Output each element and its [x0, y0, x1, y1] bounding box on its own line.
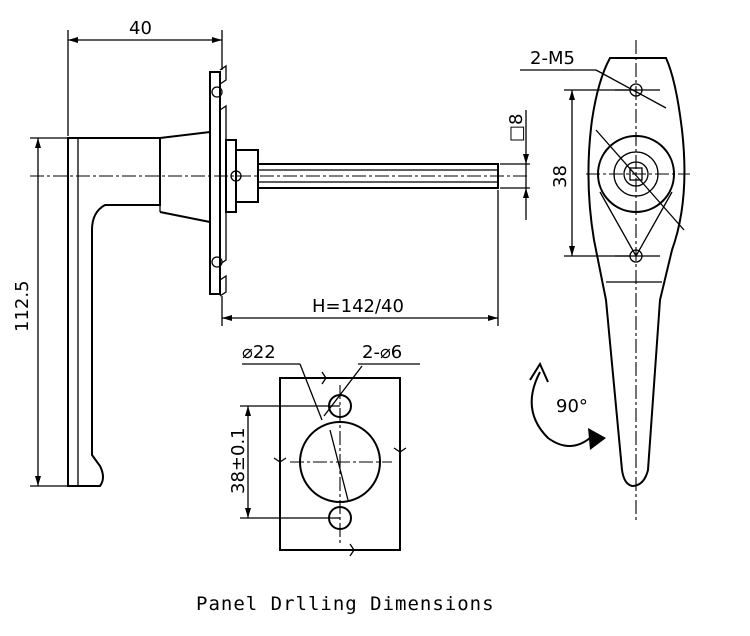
label-dia-6: 2-⌀6 — [362, 342, 402, 363]
dim-hole-spacing-38: 38 — [550, 89, 630, 257]
label-screws-m5: 2-M5 — [530, 48, 575, 69]
rotation-arrow: 90° — [529, 361, 606, 450]
label-dia-22: ⌀22 — [242, 342, 276, 363]
dim-screws-m5: 2-M5 — [520, 48, 667, 109]
dim-height-112-5: 112.5 — [12, 137, 68, 487]
label-hole-spacing-38: 38 — [550, 165, 571, 188]
drawing-caption: Panel Drlling Dimensions — [196, 593, 495, 615]
dim-dia-22: ⌀22 — [242, 342, 323, 421]
label-square-8: □8 — [506, 114, 527, 142]
dim-square-8: □8 — [500, 110, 530, 220]
label-rotation: 90° — [556, 396, 588, 417]
label-height-112-5: 112.5 — [12, 280, 33, 332]
dim-dia-6: 2-⌀6 — [358, 342, 420, 365]
dim-hole-spacing-tol: 38±0.1 — [228, 406, 251, 518]
label-shaft-length: H=142/40 — [312, 296, 404, 317]
label-width-40: 40 — [129, 18, 152, 39]
label-hole-spacing-tol: 38±0.1 — [228, 427, 249, 494]
side-view-handle — [67, 64, 499, 487]
dim-width-40: 40 — [67, 18, 223, 136]
dim-shaft-length: H=142/40 — [221, 190, 499, 326]
